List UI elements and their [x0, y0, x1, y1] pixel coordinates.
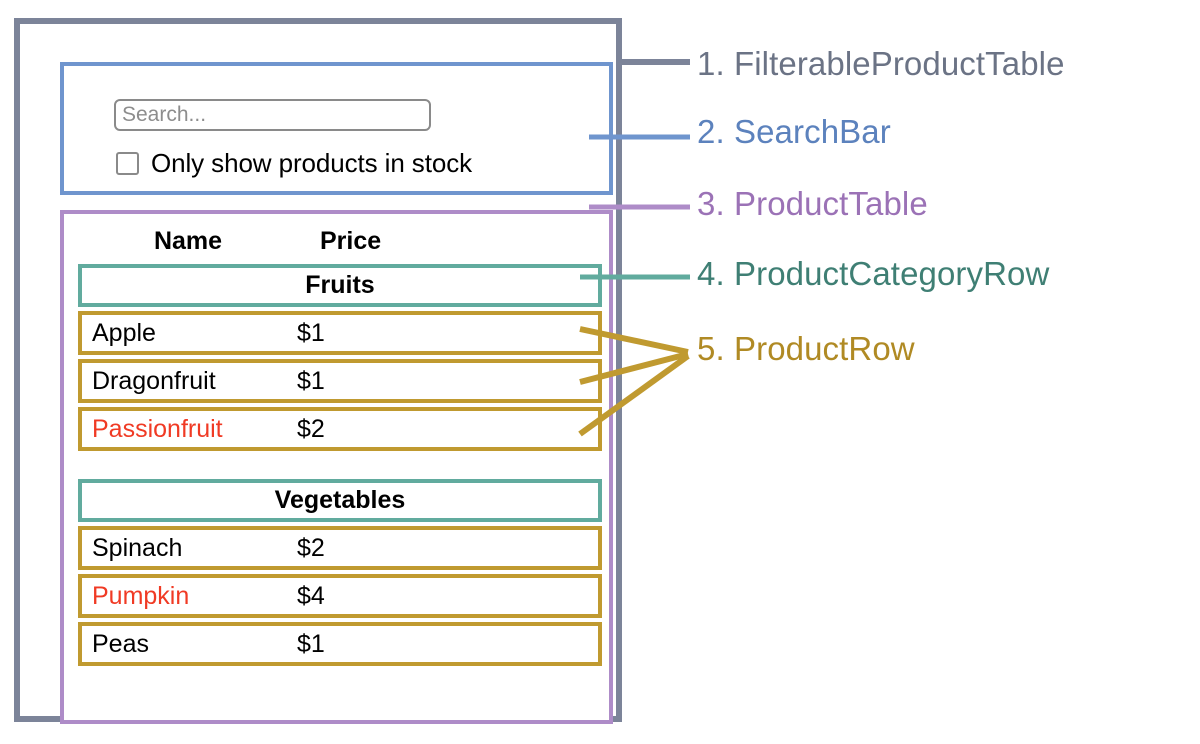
legend-item-filterable-product-table: 1. FilterableProductTable	[697, 45, 1065, 82]
column-header-price: Price	[320, 226, 382, 255]
product-row: Apple $1	[78, 311, 602, 355]
in-stock-checkbox-label: Only show products in stock	[151, 148, 472, 178]
search-bar-frame: Only show products in stock	[60, 62, 613, 195]
product-category-row: Vegetables	[78, 479, 602, 522]
product-name: Passionfruit	[92, 414, 223, 443]
product-row: Dragonfruit $1	[78, 359, 602, 403]
product-table-frame: Name Price Fruits Apple $1 Dragonfruit $…	[60, 210, 613, 724]
product-price: $2	[297, 414, 325, 443]
legend-item-product-table: 3. ProductTable	[697, 185, 928, 222]
search-input[interactable]	[114, 99, 431, 131]
column-header-name: Name	[153, 226, 223, 255]
product-name: Peas	[92, 629, 149, 658]
product-price: $4	[297, 581, 325, 610]
product-name: Apple	[92, 318, 156, 347]
product-name: Dragonfruit	[92, 366, 216, 395]
filterable-product-table-frame: Only show products in stock Name Price F…	[14, 18, 622, 724]
product-row: Pumpkin $4	[78, 574, 602, 618]
legend-item-search-bar: 2. SearchBar	[697, 113, 891, 150]
product-name: Spinach	[92, 533, 183, 562]
product-table: Name Price Fruits Apple $1 Dragonfruit $…	[78, 218, 602, 670]
product-table-header: Name Price	[78, 218, 602, 264]
in-stock-checkbox[interactable]	[116, 152, 139, 175]
product-price: $1	[297, 366, 325, 395]
section-spacer	[78, 455, 602, 479]
product-category-row: Fruits	[78, 264, 602, 307]
product-row: Passionfruit $2	[78, 407, 602, 451]
legend-item-product-category-row: 4. ProductCategoryRow	[697, 255, 1050, 292]
legend-item-product-row: 5. ProductRow	[697, 330, 915, 367]
in-stock-filter-row[interactable]: Only show products in stock	[116, 148, 472, 179]
product-category-label: Vegetables	[274, 486, 406, 514]
product-price: $1	[297, 629, 325, 658]
product-price: $1	[297, 318, 325, 347]
product-name: Pumpkin	[92, 581, 190, 610]
product-row: Peas $1	[78, 622, 602, 666]
product-price: $2	[297, 533, 325, 562]
product-category-label: Fruits	[305, 271, 375, 299]
product-row: Spinach $2	[78, 526, 602, 570]
